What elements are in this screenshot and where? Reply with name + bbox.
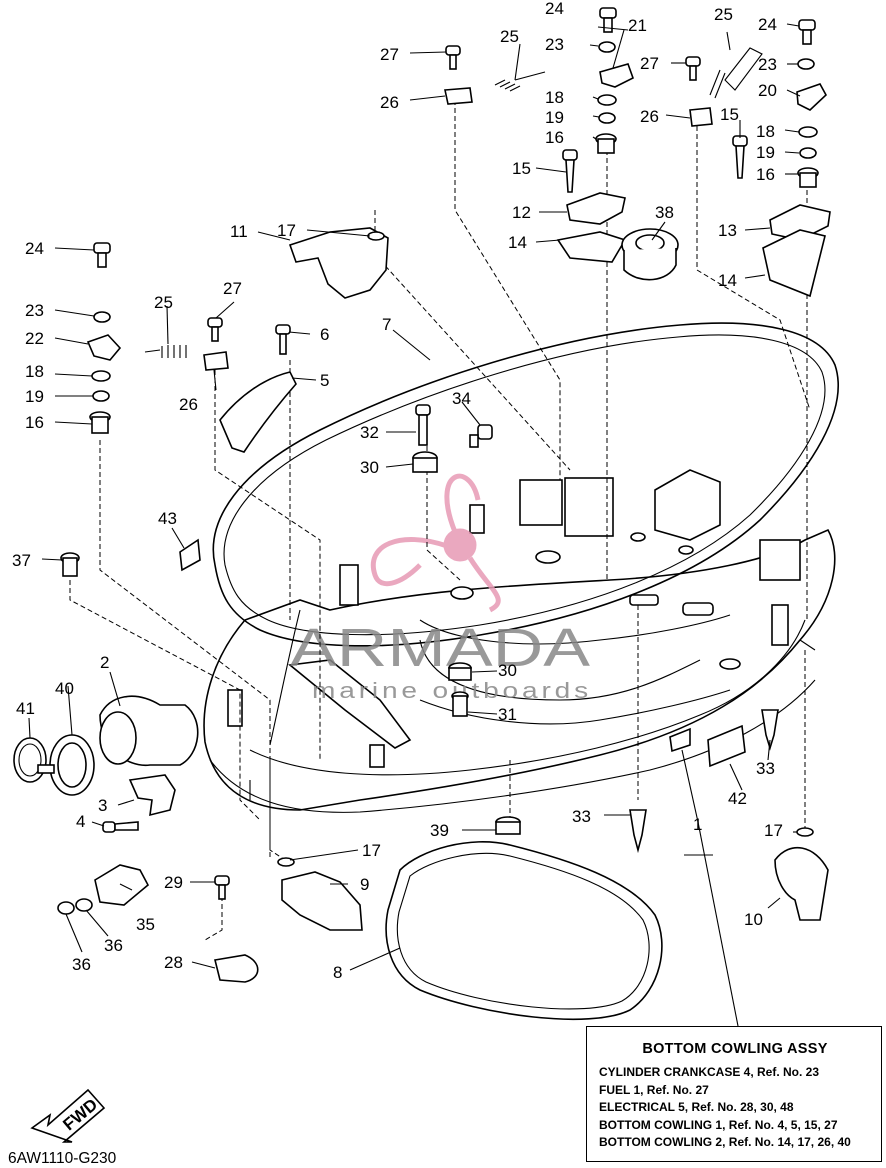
- callout-24b: 24: [758, 15, 777, 34]
- callout-26b: 26: [640, 107, 659, 126]
- callout-37: 37: [12, 551, 31, 570]
- watermark-brand: ARMADA: [290, 618, 590, 678]
- legend-row: FUEL 1, Ref. No. 27: [599, 1082, 709, 1097]
- callout-23b: 23: [758, 55, 777, 74]
- legend-title: BOTTOM COWLING ASSY: [642, 1041, 828, 1057]
- callout-15a: 15: [512, 159, 531, 178]
- callout-15b: 15: [720, 105, 739, 124]
- callout-41: 41: [16, 699, 35, 718]
- callout-1: 1: [693, 815, 702, 834]
- callout-35: 35: [136, 915, 155, 934]
- callout-36a: 36: [104, 936, 123, 955]
- seal-ring-7: [212, 322, 839, 647]
- callout-10: 10: [744, 910, 763, 929]
- diagram-code: 6AW1110-G230: [8, 1150, 117, 1167]
- callout-34: 34: [452, 389, 471, 408]
- callout-17b: 17: [362, 841, 381, 860]
- callout-11: 11: [230, 222, 248, 241]
- callout-27b: 27: [640, 54, 659, 73]
- callout-9: 9: [360, 875, 369, 894]
- callout-30b: 30: [498, 661, 517, 680]
- callout-30a: 30: [360, 458, 379, 477]
- assembly-legend: BOTTOM COWLING ASSY CYLINDER CRANKCASE 4…: [586, 1026, 882, 1162]
- callout-16b: 16: [756, 165, 775, 184]
- callout-13: 13: [718, 221, 737, 240]
- callout-6: 6: [320, 325, 329, 344]
- callout-17a: 17: [277, 221, 296, 240]
- bottom-cowling: [203, 528, 836, 813]
- callout-7: 7: [382, 315, 391, 334]
- callout-24c: 24: [25, 239, 44, 258]
- callouts: 1 2 3 4 5 6 7 8 9 10 11 12 13 14 14 15 1…: [12, 0, 783, 982]
- callout-25a: 25: [500, 27, 519, 46]
- callout-14a: 14: [508, 233, 527, 252]
- watermark: ARMADA marine outboards: [290, 473, 592, 703]
- callout-36b: 36: [72, 955, 91, 974]
- legend-row: BOTTOM COWLING 2, Ref. No. 14, 17, 26, 4…: [599, 1135, 851, 1150]
- callout-42: 42: [728, 789, 747, 808]
- legend-row: BOTTOM COWLING 1, Ref. No. 4, 5, 15, 27: [599, 1117, 838, 1132]
- callout-12: 12: [512, 203, 531, 222]
- callout-14b: 14: [718, 271, 737, 290]
- callout-25c: 25: [154, 293, 173, 312]
- callout-27a: 27: [380, 45, 399, 64]
- callout-38: 38: [655, 203, 674, 222]
- callout-16c: 16: [25, 413, 44, 432]
- legend-row: ELECTRICAL 5, Ref. No. 28, 30, 48: [599, 1100, 794, 1115]
- callout-16a: 16: [545, 128, 564, 147]
- callout-18c: 18: [25, 362, 44, 381]
- callout-2: 2: [100, 653, 109, 672]
- callout-25b: 25: [714, 5, 733, 24]
- callout-28: 28: [164, 953, 183, 972]
- callout-19a: 19: [545, 108, 564, 127]
- watermark-tagline: marine outboards: [312, 678, 592, 703]
- callout-5: 5: [320, 371, 329, 390]
- callout-26a: 26: [380, 93, 399, 112]
- callout-21: 21: [628, 16, 647, 35]
- callout-27c: 27: [223, 279, 242, 298]
- callout-3: 3: [98, 796, 107, 815]
- callout-22: 22: [25, 329, 44, 348]
- callout-32: 32: [360, 423, 379, 442]
- watermark-logo-icon: [370, 473, 501, 613]
- bolt-24-left: [93, 242, 111, 268]
- callout-39: 39: [430, 821, 449, 840]
- callout-23a: 23: [545, 35, 564, 54]
- callout-19b: 19: [756, 143, 775, 162]
- callout-43: 43: [158, 509, 177, 528]
- fwd-arrow-icon: FWD: [30, 1088, 106, 1143]
- callout-18a: 18: [545, 88, 564, 107]
- leader-lines: [28, 23, 801, 1027]
- callout-31: 31: [498, 705, 517, 724]
- callout-20: 20: [758, 81, 777, 100]
- bolt-24-right: [798, 19, 816, 45]
- callout-29: 29: [164, 873, 183, 892]
- callout-40: 40: [55, 679, 74, 698]
- callout-33a: 33: [572, 807, 591, 826]
- callout-33b: 33: [756, 759, 775, 778]
- callout-23c: 23: [25, 301, 44, 320]
- bolt-24-top: [599, 7, 617, 33]
- callout-24a: 24: [545, 0, 564, 18]
- callout-18b: 18: [756, 122, 775, 141]
- callout-17c: 17: [764, 821, 783, 840]
- callout-8: 8: [333, 963, 342, 982]
- legend-row: CYLINDER CRANKCASE 4, Ref. No. 23: [599, 1065, 820, 1079]
- callout-19c: 19: [25, 387, 44, 406]
- callout-26c: 26: [179, 395, 198, 414]
- callout-4: 4: [76, 812, 85, 831]
